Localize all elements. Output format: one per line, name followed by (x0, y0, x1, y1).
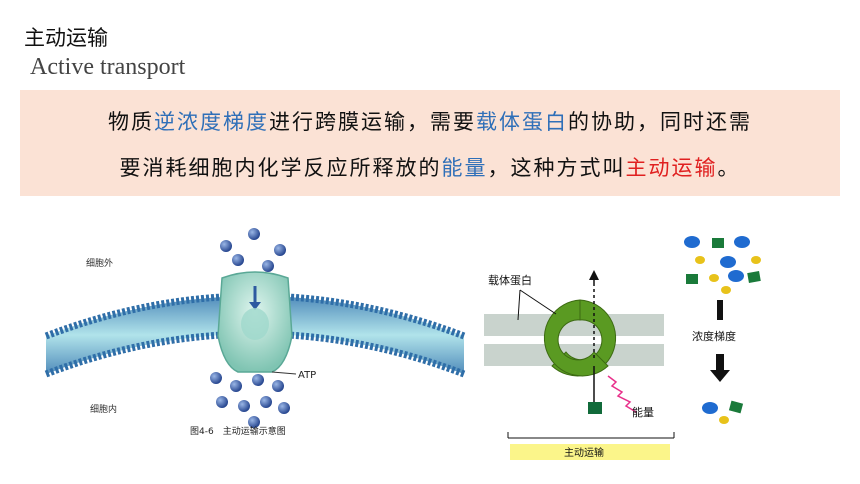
atp-label: ATP (298, 370, 316, 381)
carrier-schematic: 载体蛋白 能量 主动运输 (480, 226, 680, 466)
highlight-energy: 能量 (441, 156, 488, 180)
definition-line-2: 要消耗细胞内化学反应所释放的能量，这种方式叫主动运输。 (20, 152, 840, 182)
transported-molecule (588, 402, 602, 414)
definition-box: 物质逆浓度梯度进行跨膜运输，需要载体蛋白的协助，同时还需 要消耗细胞内化学反应所… (20, 90, 840, 196)
definition-text: 物质 (108, 110, 154, 134)
definition-text: 的协助，同时还需 (568, 110, 752, 134)
outside-molecules (220, 228, 286, 272)
inside-label: 细胞内 (90, 403, 117, 415)
gradient-label: 浓度梯度 (692, 329, 736, 343)
energy-label: 能量 (632, 405, 654, 419)
figure-caption: 图4-6 主动运输示意图 (190, 425, 286, 437)
definition-text: 要消耗细胞内化学反应所释放的 (119, 156, 442, 180)
gradient-figure: 浓度梯度 (680, 226, 780, 436)
active-transport-bar (510, 444, 670, 460)
high-concentration-molecules (684, 236, 761, 294)
definition-text: ，这种方式叫 (487, 156, 626, 180)
page-title-chinese: 主动运输 (24, 26, 108, 50)
inside-molecules (210, 372, 290, 428)
active-transport-bar-label: 主动运输 (564, 446, 604, 459)
definition-text: 进行跨膜运输，需要 (269, 110, 476, 134)
membrane-bottom (484, 344, 664, 366)
outside-label: 细胞外 (86, 257, 113, 269)
membrane-top (484, 314, 664, 336)
definition-line-1: 物质逆浓度梯度进行跨膜运输，需要载体蛋白的协助，同时还需 (20, 106, 840, 136)
low-concentration-molecules (702, 400, 744, 424)
highlight-carrier-protein: 载体蛋白 (476, 110, 568, 134)
definition-text: 。 (717, 156, 741, 180)
highlight-gradient: 逆浓度梯度 (154, 110, 269, 134)
lipid-bilayer (46, 296, 464, 374)
highlight-active-transport: 主动运输 (625, 156, 718, 180)
membrane-figure: 细胞外 细胞内 ATP 图4-6 主动运输示意图 (40, 226, 470, 446)
energy-arrow (607, 375, 637, 413)
carrier-protein-label: 载体蛋白 (488, 273, 532, 287)
page-title-english: Active transport (30, 54, 186, 80)
